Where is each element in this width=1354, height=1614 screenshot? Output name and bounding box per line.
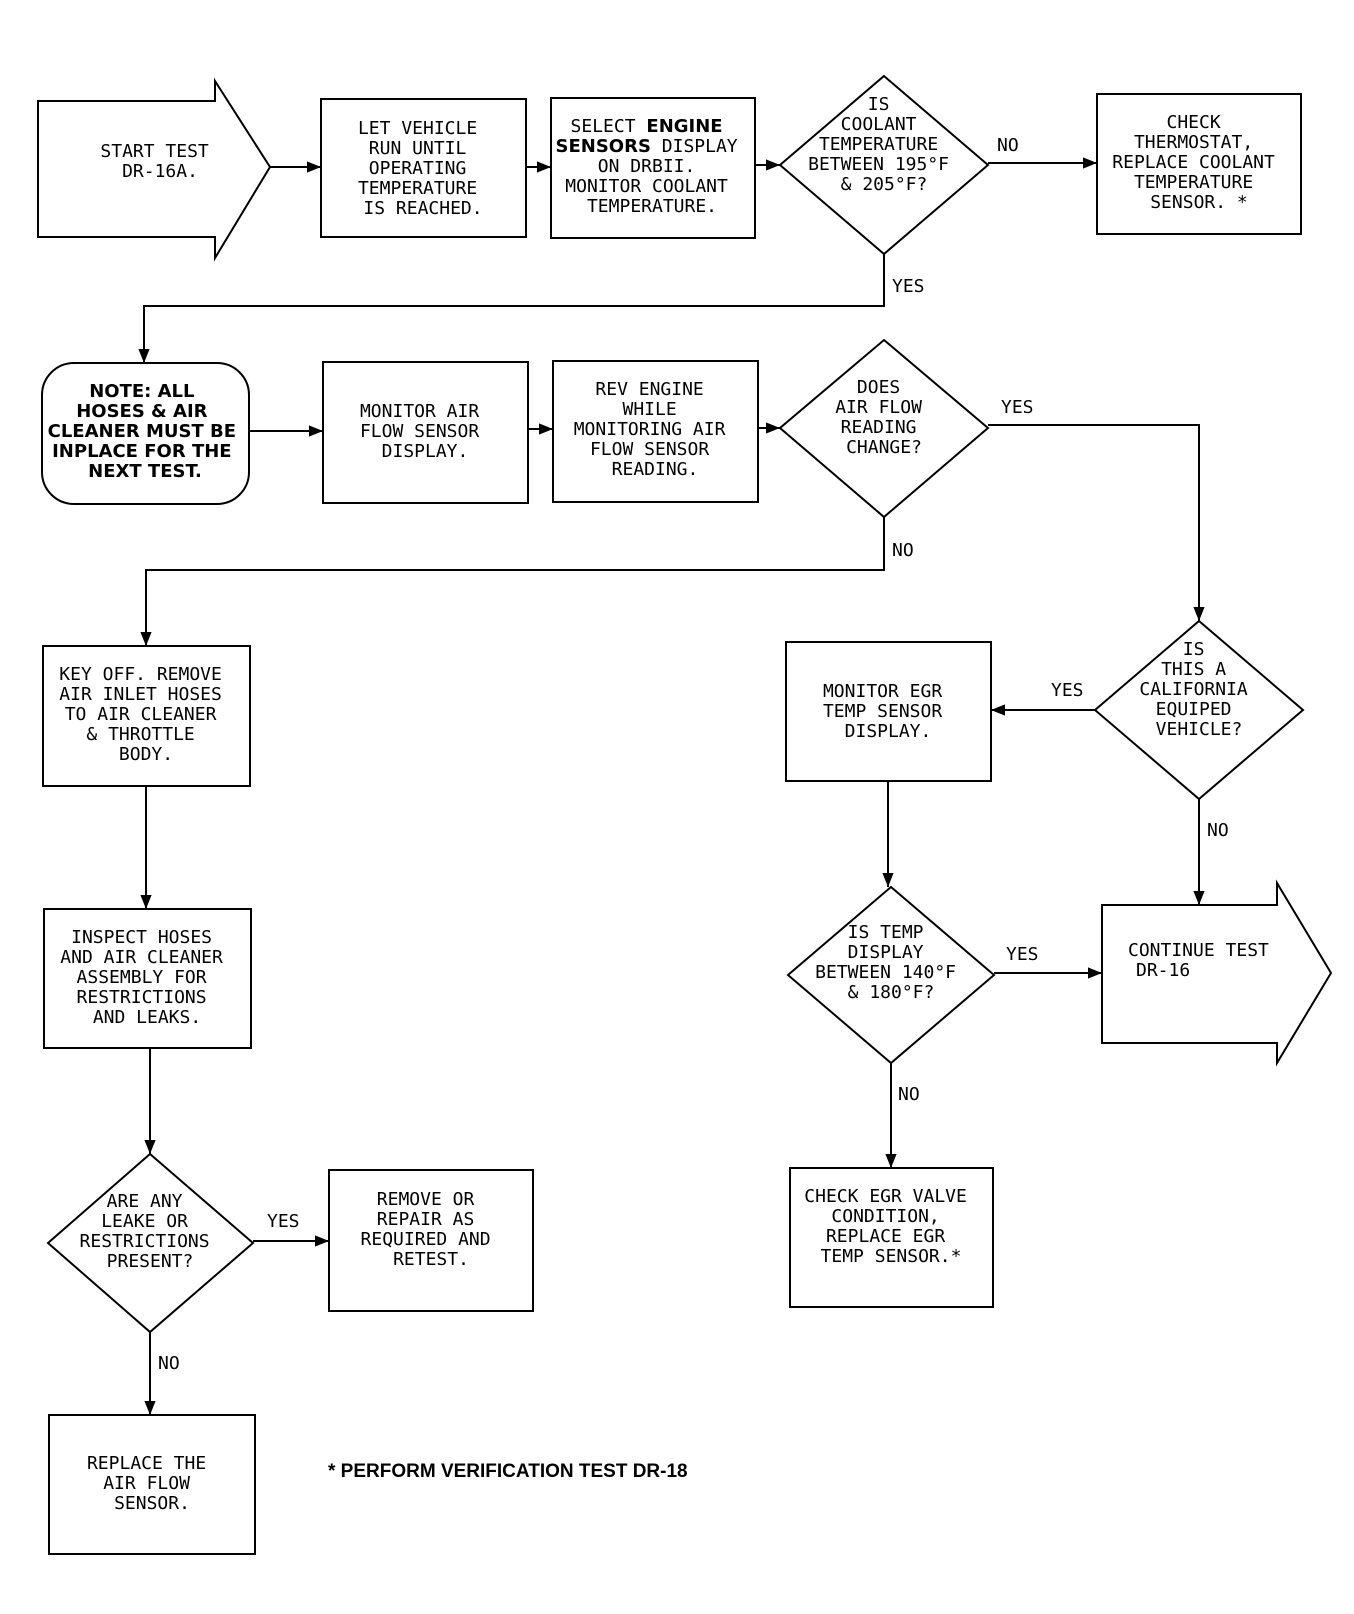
egr-temp-decision-node: IS TEMP DISPLAY BETWEEN 140°F & 180°F? — [786, 885, 996, 1065]
coolant-decision-text: IS COOLANT TEMPERATURE BETWEEN 195°F & 2… — [808, 94, 960, 195]
label-egr-yes: YES — [1006, 944, 1039, 965]
label-leaks-yes: YES — [267, 1211, 300, 1232]
replace-air-flow-text: REPLACE THE AIR FLOW SENSOR. — [87, 1453, 217, 1514]
connectors — [138, 157, 1205, 1415]
check-egr-valve-node: CHECK EGR VALVE CONDITION, REPLACE EGR T… — [789, 1167, 994, 1308]
california-decision-node: IS THIS A CALIFORNIA EQUIPED VEHICLE? — [1093, 619, 1305, 801]
air-flow-decision-text: DOES AIR FLOW READING CHANGE? — [835, 377, 933, 458]
california-decision-text: IS THIS A CALIFORNIA EQUIPED VEHICLE? — [1139, 639, 1258, 740]
start-test-text: START TEST DR-16A. — [100, 141, 219, 182]
coolant-decision-node: IS COOLANT TEMPERATURE BETWEEN 195°F & 2… — [778, 74, 990, 256]
check-egr-valve-text: CHECK EGR VALVE CONDITION, REPLACE EGR T… — [804, 1186, 977, 1267]
edge-air-flow-no — [140, 517, 885, 646]
label-california-no: NO — [1207, 820, 1229, 841]
key-off-node: KEY OFF. REMOVE AIR INLET HOSES TO AIR C… — [42, 645, 251, 787]
label-air-flow-yes: YES — [1001, 397, 1034, 418]
footnote: * PERFORM VERIFICATION TEST DR-18 — [328, 1461, 688, 1482]
monitor-air-flow-text: MONITOR AIR FLOW SENSOR DISPLAY. — [360, 401, 490, 462]
monitor-egr-node: MONITOR EGR TEMP SENSOR DISPLAY. — [785, 641, 992, 782]
edge-coolant-yes — [138, 254, 885, 363]
label-california-yes: YES — [1051, 680, 1084, 701]
inspect-hoses-node: INSPECT HOSES AND AIR CLEANER ASSEMBLY F… — [43, 908, 252, 1049]
select-engine-sensors-node: SELECT ENGINE SENSORS DISPLAY ON DRBII. … — [550, 97, 756, 239]
let-vehicle-run-node: LET VEHICLE RUN UNTIL OPERATING TEMPERAT… — [320, 98, 527, 238]
label-coolant-yes: YES — [892, 276, 925, 297]
remove-repair-text: REMOVE OR REPAIR AS REQUIRED AND RETEST. — [361, 1189, 502, 1270]
inspect-hoses-text: INSPECT HOSES AND AIR CLEANER ASSEMBLY F… — [60, 927, 233, 1028]
remove-repair-node: REMOVE OR REPAIR AS REQUIRED AND RETEST. — [328, 1169, 534, 1312]
rev-engine-node: REV ENGINE WHILE MONITORING AIR FLOW SEN… — [552, 360, 759, 503]
note-node: NOTE: ALL HOSES & AIR CLEANER MUST BE IN… — [41, 362, 250, 505]
monitor-air-flow-node: MONITOR AIR FLOW SENSOR DISPLAY. — [322, 361, 529, 504]
check-thermostat-node: CHECK THERMOSTAT, REPLACE COOLANT TEMPER… — [1096, 93, 1302, 235]
start-test-node: START TEST DR-16A. — [37, 77, 272, 262]
label-leaks-no: NO — [158, 1353, 180, 1374]
check-thermostat-text: CHECK THERMOSTAT, REPLACE COOLANT TEMPER… — [1112, 112, 1285, 213]
replace-air-flow-node: REPLACE THE AIR FLOW SENSOR. — [48, 1414, 256, 1555]
monitor-egr-text: MONITOR EGR TEMP SENSOR DISPLAY. — [823, 681, 953, 742]
let-vehicle-run-text: LET VEHICLE RUN UNTIL OPERATING TEMPERAT… — [358, 118, 488, 219]
leaks-decision-node: ARE ANY LEAKE OR RESTRICTIONS PRESENT? — [46, 1152, 255, 1334]
label-egr-no: NO — [898, 1084, 920, 1105]
label-air-flow-no: NO — [892, 540, 914, 561]
key-off-text: KEY OFF. REMOVE AIR INLET HOSES TO AIR C… — [59, 664, 232, 765]
rev-engine-text: REV ENGINE WHILE MONITORING AIR FLOW SEN… — [574, 379, 737, 480]
note-text: NOTE: ALL HOSES & AIR CLEANER MUST BE IN… — [48, 381, 243, 482]
continue-test-node: CONTINUE TEST DR-16 — [1101, 879, 1333, 1067]
select-engine-sensors-text: SELECT ENGINE SENSORS DISPLAY ON DRBII. … — [556, 116, 749, 217]
continue-test-text: CONTINUE TEST DR-16 — [1128, 940, 1280, 981]
label-coolant-no: NO — [997, 135, 1019, 156]
egr-temp-decision-text: IS TEMP DISPLAY BETWEEN 140°F & 180°F? — [815, 922, 967, 1003]
leaks-decision-text: ARE ANY LEAKE OR RESTRICTIONS PRESENT? — [80, 1191, 221, 1272]
edge-air-flow-yes — [988, 424, 1205, 621]
air-flow-decision-node: DOES AIR FLOW READING CHANGE? — [778, 338, 990, 519]
